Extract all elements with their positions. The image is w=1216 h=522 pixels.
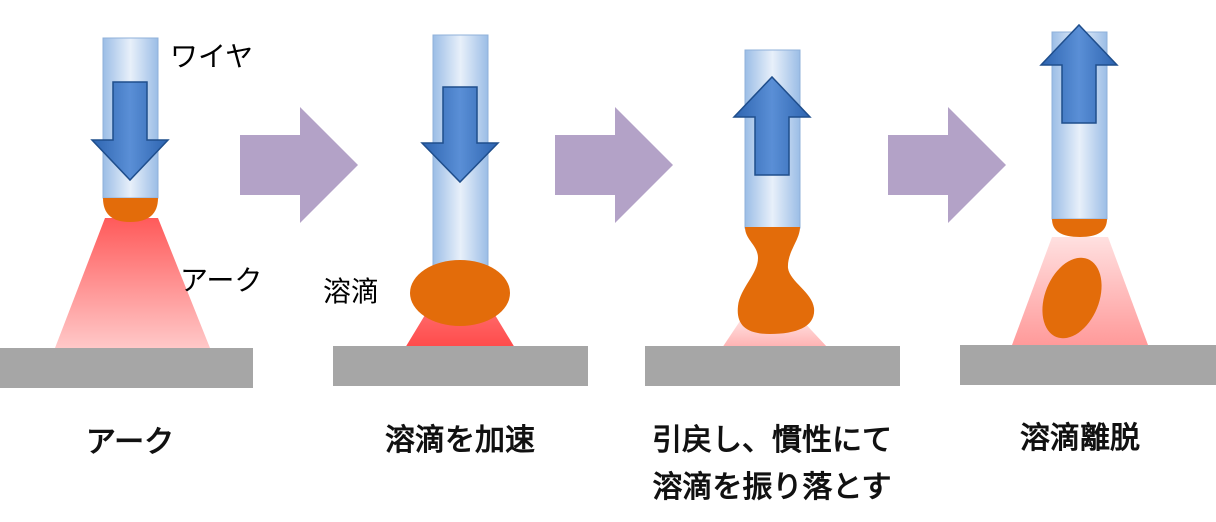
base-plate	[0, 348, 253, 388]
caption-step-1: アーク	[86, 425, 174, 460]
arrow-right-icon	[555, 107, 673, 223]
arc-label: アーク	[180, 264, 262, 297]
arrow-right-icon	[240, 107, 358, 223]
droplet	[410, 260, 510, 326]
arc-glow	[55, 218, 210, 348]
droplet	[737, 227, 815, 334]
caption-step-4: 溶滴離脱	[1020, 421, 1140, 456]
arrow-down-icon	[90, 81, 170, 182]
droplet	[103, 198, 158, 222]
droplet-label: 溶滴	[323, 275, 379, 308]
arrow-right-icon	[888, 107, 1006, 223]
arrow-up-icon	[1039, 23, 1119, 124]
step-1-arc: ワイヤ アーク	[0, 37, 262, 388]
arrow-up-icon	[732, 75, 812, 176]
caption-step-2: 溶滴を加速	[385, 423, 535, 458]
caption-step-3-line-2: 溶滴を振り落とす	[652, 470, 891, 505]
wire-label: ワイヤ	[170, 40, 253, 73]
base-plate	[960, 345, 1216, 385]
base-plate	[645, 346, 900, 386]
step-3-retract	[645, 49, 900, 386]
step-4-detach	[960, 23, 1216, 385]
arrow-down-icon	[420, 86, 500, 184]
droplet	[1042, 257, 1102, 339]
caption-step-3-line-1: 引戻し、慣性にて	[652, 423, 892, 458]
step-2-accelerate: 溶滴	[323, 34, 588, 386]
base-plate	[333, 346, 588, 386]
droplet-remnant	[1052, 219, 1107, 237]
